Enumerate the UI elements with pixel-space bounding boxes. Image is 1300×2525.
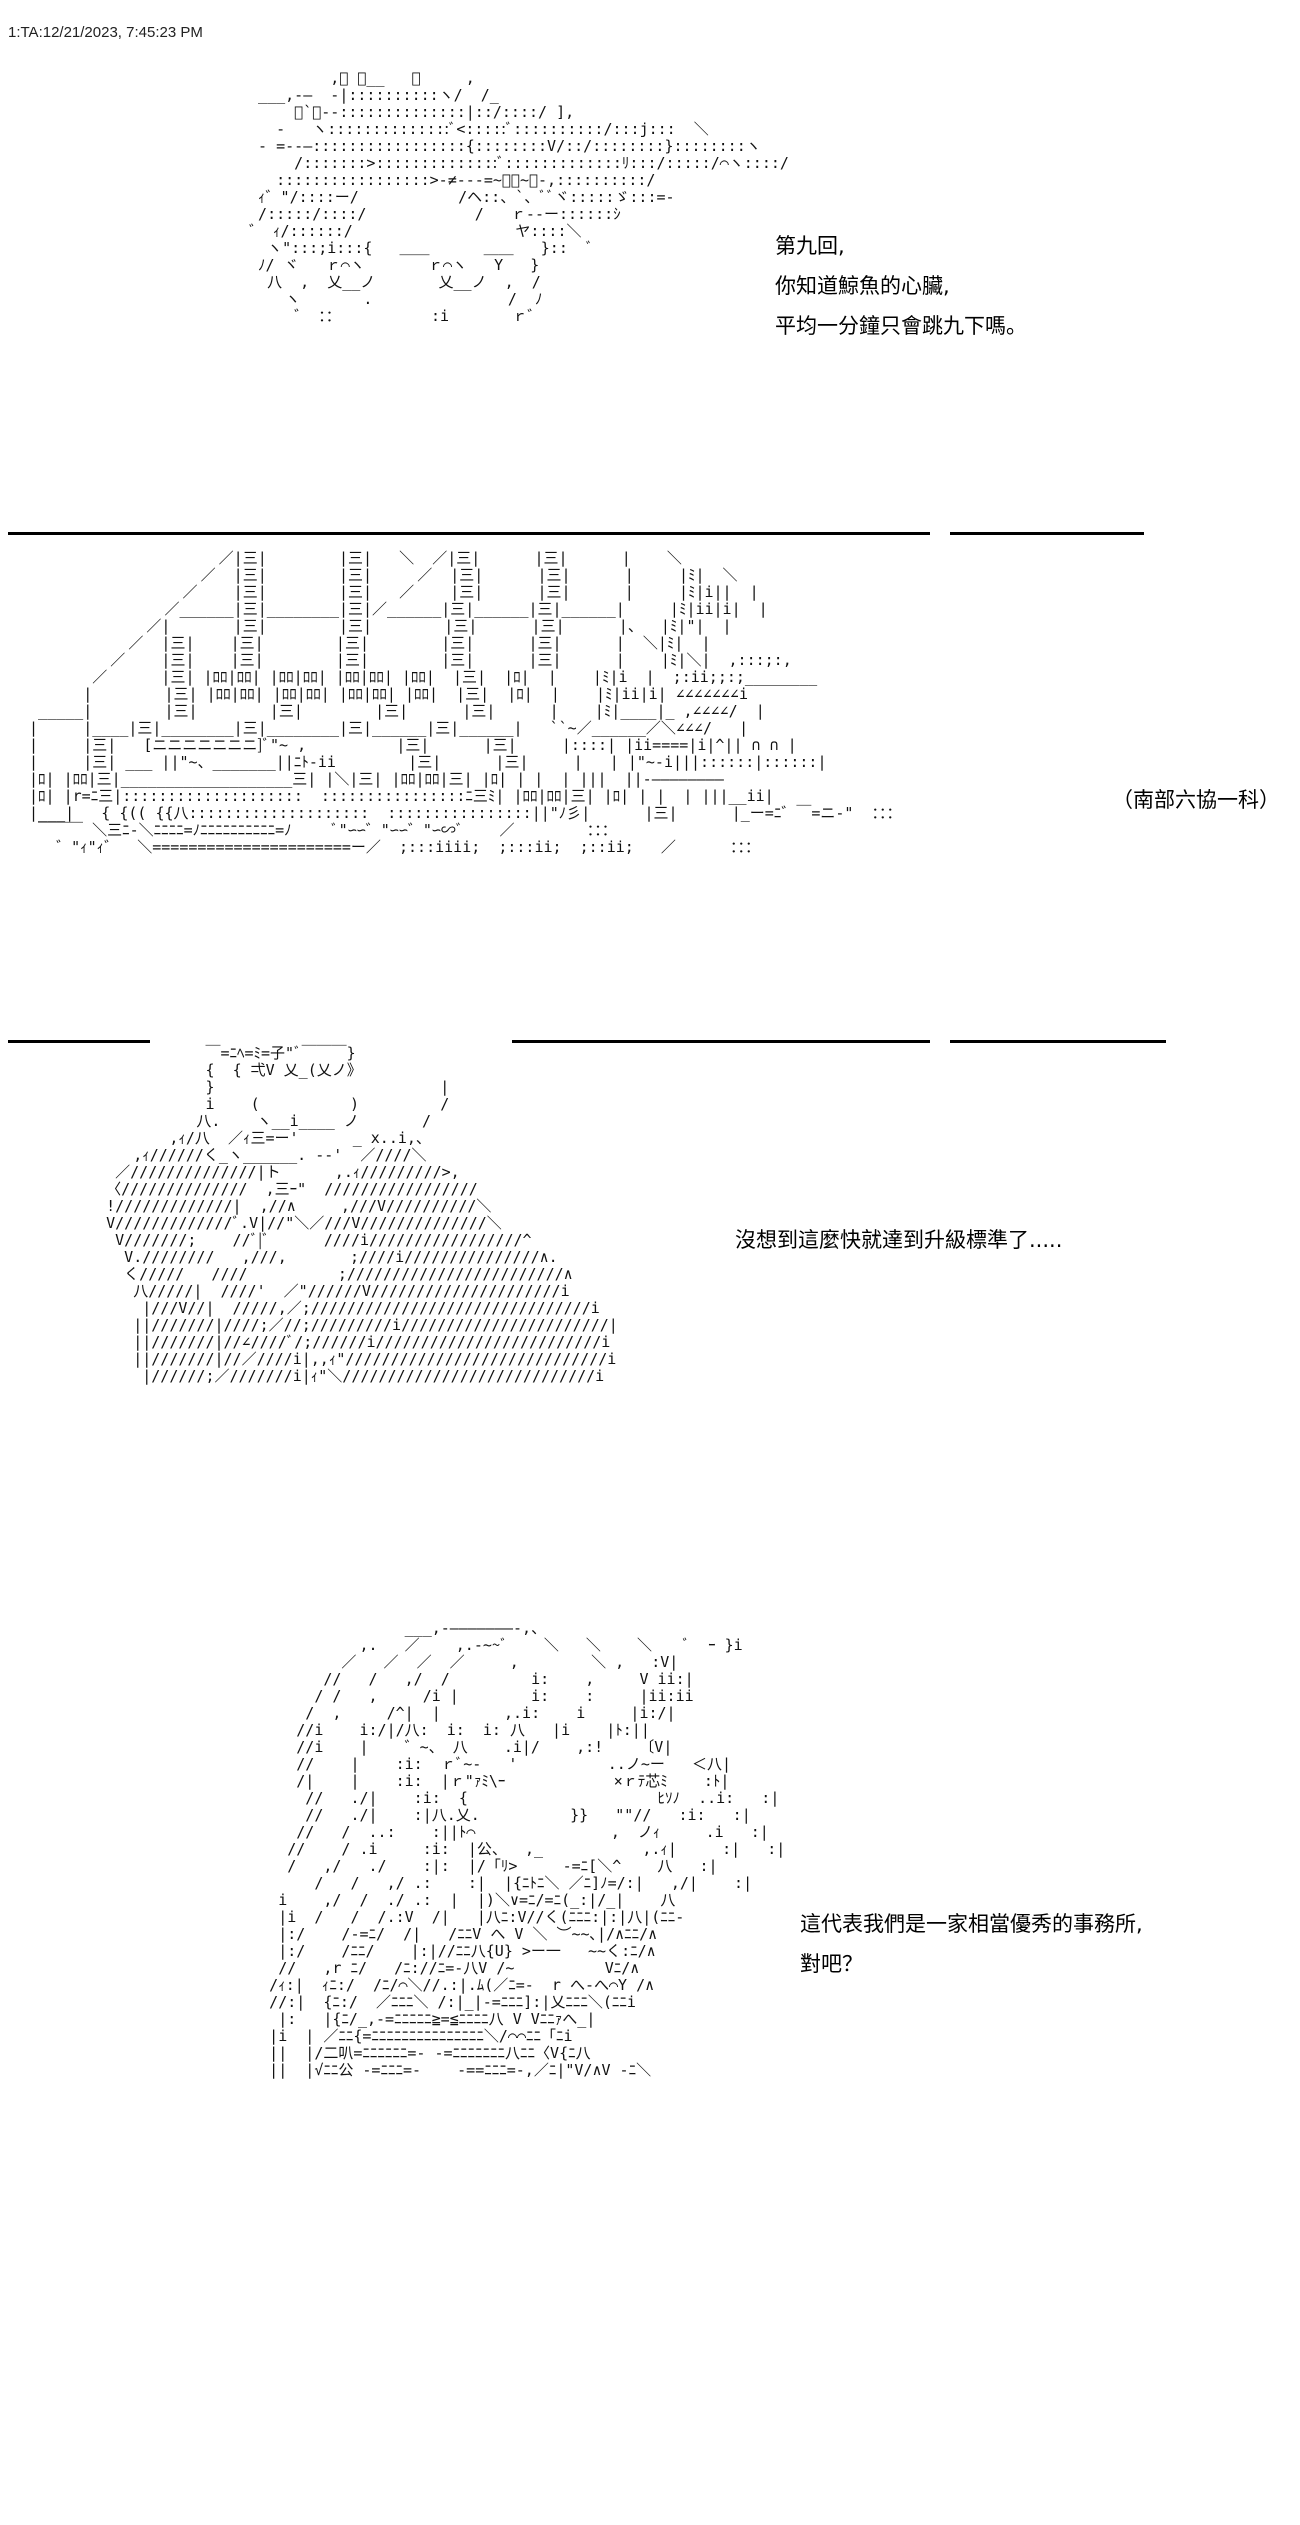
post-header: 1:TA:12/21/2023, 7:45:23 PM <box>8 24 203 41</box>
ascii-art-figure-1: ￣=ﾆﾍ=ﾐ=子"ﾞ￣￣￣} { { 弌V 乂_(乂ノ》 } | i ( ) /… <box>106 1044 618 1385</box>
location-label: （南部六協一科） <box>1112 788 1280 812</box>
divider-rule <box>8 1040 150 1043</box>
caption-line: 平均一分鐘只會跳九下嗎。 <box>775 314 1027 338</box>
divider-rule <box>950 1040 1166 1043</box>
art-sign: { 弌V 乂_(乂ノ》 <box>232 1061 362 1079</box>
caption-line: 對吧？ <box>800 1952 863 1976</box>
divider-rule <box>8 532 930 535</box>
ascii-art-figure-2: ___,-―――――――-,、 ,. ／ ,.-~~ﾞ ＼ ＼ ＼ ﾞ ｰ }i… <box>269 1619 786 2079</box>
caption-line: 你知道鯨魚的心臟, <box>775 274 950 298</box>
ascii-art-face: ,ﾞ ー__ 、 , ___,-― -|::::::::::ヽ/ /_ ﾞ`ー-… <box>249 69 789 325</box>
caption-panel-2: 沒想到這麼快就達到升級標準了..... <box>735 1228 1063 1252</box>
caption-line: 這代表我們是一家相當優秀的事務所, <box>800 1912 1143 1936</box>
ascii-art-building: ／|三| |三| ＼ ／|三| |三| | ＼ ／ |三| |三| ／ |三| … <box>29 549 902 856</box>
caption-panel-1: 第九回, 你知道鯨魚的心臟, 平均一分鐘只會跳九下嗎。 <box>775 226 1027 346</box>
divider-rule <box>950 532 1144 535</box>
divider-rule <box>512 1040 930 1043</box>
caption-line: 第九回, <box>775 234 845 258</box>
caption-panel-3: 這代表我們是一家相當優秀的事務所, 對吧？ <box>800 1904 1143 1984</box>
